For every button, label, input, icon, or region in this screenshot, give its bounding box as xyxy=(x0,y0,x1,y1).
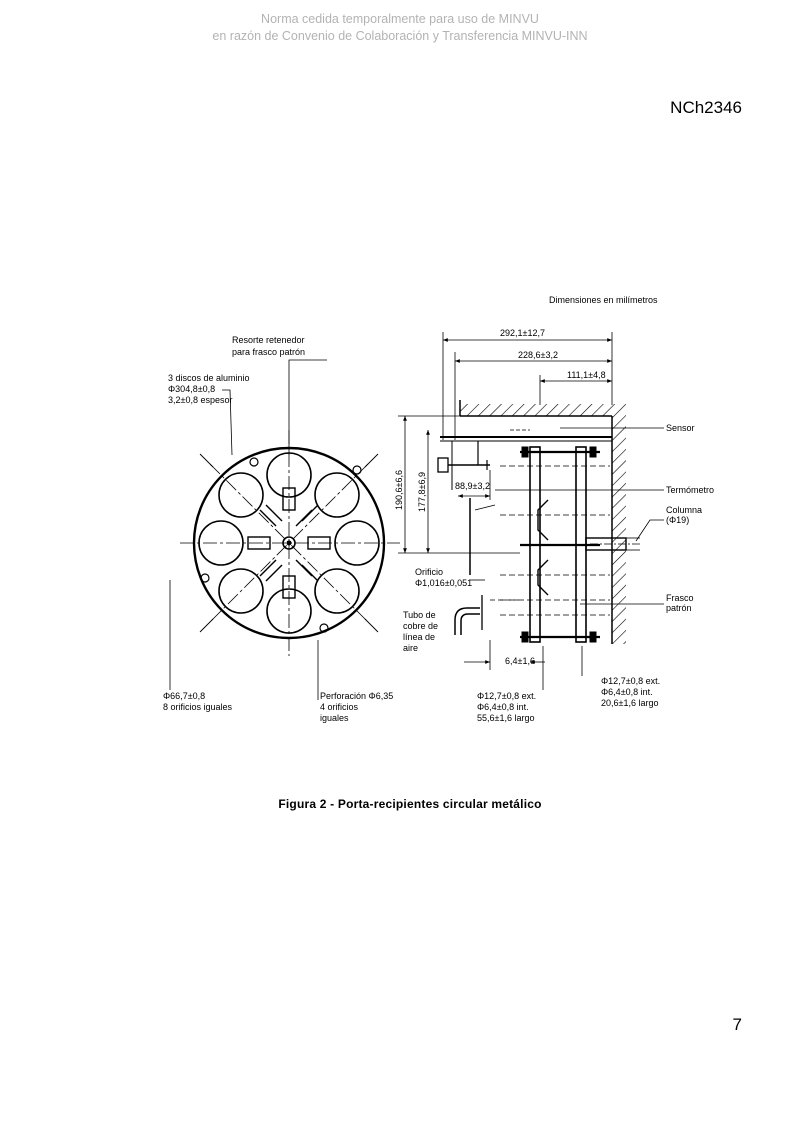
copper-tube-label-line-4: aire xyxy=(403,643,418,653)
hatched-wall xyxy=(459,400,626,644)
tube-spec-2-line-2: Φ6,4±0,8 int. xyxy=(601,687,653,697)
dim-vert-inner: 177,8±6,9 xyxy=(417,472,427,512)
units-note: Dimensiones en milímetros xyxy=(549,295,658,305)
disc-plan-view xyxy=(180,430,400,656)
perforation-label-line-1: Perforación Φ6,35 xyxy=(320,691,393,701)
dim-small-width: 111,1±4,8 xyxy=(567,370,606,380)
page-number: 7 xyxy=(732,1015,742,1034)
watermark-line-1: Norma cedida temporalmente para uso de M… xyxy=(261,12,539,26)
orifice-label-line-2: Φ1,016±0,051 xyxy=(415,578,472,588)
holes-ring xyxy=(198,452,380,634)
disc-label-line-2: Φ304,8±0,8 xyxy=(168,384,215,394)
dim-vert-outer: 190,6±6,6 xyxy=(394,470,404,510)
watermark-line-2: en razón de Convenio de Colaboración y T… xyxy=(212,29,588,43)
copper-tube-label-line-1: Tubo de xyxy=(403,610,436,620)
sensor-arm xyxy=(437,429,612,490)
tube-spec-2-line-1: Φ12,7±0,8 ext. xyxy=(601,676,660,686)
holes-label-line-2: 8 orificios iguales xyxy=(163,702,233,712)
flask-label-line-2: patrón xyxy=(666,603,692,613)
tube-spec-1-line-1: Φ12,7±0,8 ext. xyxy=(477,691,536,701)
tube-spec-1-line-3: 55,6±1,6 largo xyxy=(477,713,534,723)
tube-spec-2-line-3: 20,6±1,6 largo xyxy=(601,698,658,708)
thermometer-label: Termómetro xyxy=(666,485,714,495)
disc-label-line-1: 3 discos de aluminio xyxy=(168,373,250,383)
figure-caption: Figura 2 - Porta-recipientes circular me… xyxy=(278,797,542,811)
perforation-label-line-3: iguales xyxy=(320,713,349,723)
copper-tube-label-line-3: línea de xyxy=(403,632,435,642)
standard-code: NCh2346 xyxy=(670,98,742,117)
copper-tube-label-line-2: cobre de xyxy=(403,621,438,631)
flask-label-line-1: Frasco xyxy=(666,593,694,603)
column-label-line-2: (Φ19) xyxy=(666,515,689,525)
sensor-label: Sensor xyxy=(666,423,695,433)
dim-arm: 88,9±3,2 xyxy=(455,481,490,491)
copper-air-tube xyxy=(454,595,545,670)
orifice-label-line-1: Orificio xyxy=(415,567,443,577)
spring-label-line-2: para frasco patrón xyxy=(232,347,305,357)
column-label-line-1: Columna xyxy=(666,505,702,515)
holes-label-line-1: Φ66,7±0,8 xyxy=(163,691,205,701)
holder-assembly xyxy=(500,446,640,643)
dim-overall-width: 292,1±12,7 xyxy=(500,328,545,338)
spring-label-line-1: Resorte retenedor xyxy=(232,335,305,345)
tube-spec-1-line-2: Φ6,4±0,8 int. xyxy=(477,702,529,712)
dim-mid-width: 228,6±3,2 xyxy=(518,350,558,360)
disc-label-line-3: 3,2±0,8 espesor xyxy=(168,395,232,405)
dim-tube-offset: 6,4±1,6 xyxy=(505,656,535,666)
perforation-label-line-2: 4 orificios xyxy=(320,702,359,712)
